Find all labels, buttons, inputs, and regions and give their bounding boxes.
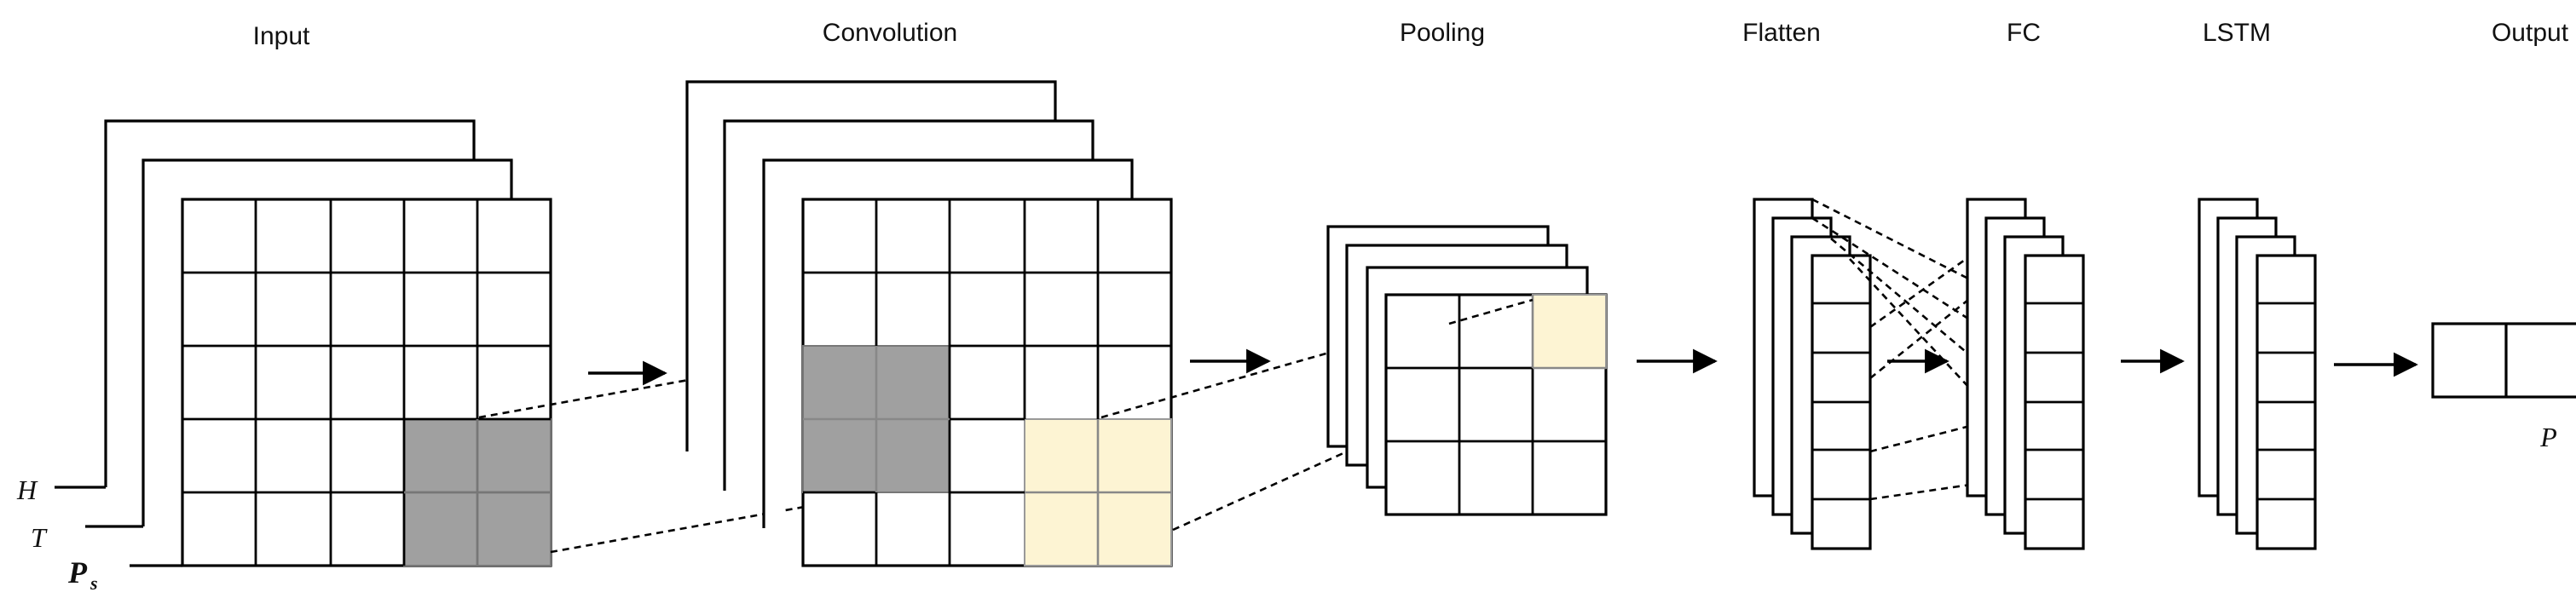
- output-vector: [2431, 322, 2576, 399]
- stage-title-input: Input: [253, 22, 310, 50]
- conv-grid-lines: [803, 199, 1171, 566]
- pool-inner-link: [1448, 298, 1533, 325]
- flatten-vectors: [1753, 198, 1872, 550]
- input-tensor: [104, 119, 552, 567]
- pool-yellow-cell: [1532, 294, 1607, 369]
- stage-title-output: Output: [2492, 19, 2569, 47]
- stage-title-lstm: LSTM: [2203, 19, 2271, 47]
- lstm-cell-lines: [2257, 302, 2315, 501]
- svg-text:P: P: [67, 555, 88, 589]
- lstm-layers: [2198, 198, 2317, 550]
- input-kernel-grid-lines: [404, 419, 551, 566]
- stage-title-pooling: Pooling: [1400, 19, 1485, 47]
- stage-title-convolution: Convolution: [823, 19, 957, 47]
- input-channel-h-label: H: [16, 474, 38, 505]
- stage-title-fc: FC: [2007, 19, 2041, 47]
- conv-region-grid-lines: [803, 346, 1171, 566]
- svg-text:s: s: [90, 572, 98, 594]
- input-channel-t-label: T: [31, 522, 48, 553]
- output-label: P: [2539, 422, 2557, 452]
- stage-title-flatten: Flatten: [1742, 19, 1821, 47]
- flatten-cell-lines: [1812, 302, 1870, 501]
- pool-grid-lines: [1386, 295, 1606, 515]
- fc-layers: [1966, 198, 2085, 550]
- input-channel-leaders: [55, 486, 182, 567]
- input-channel-ps-label: P s: [67, 555, 98, 594]
- pooling-feature-maps: [1326, 225, 1608, 516]
- output-vector-frame: [2431, 322, 2576, 399]
- input-grid-lines: [182, 199, 551, 566]
- fc-cell-lines: [2025, 302, 2083, 501]
